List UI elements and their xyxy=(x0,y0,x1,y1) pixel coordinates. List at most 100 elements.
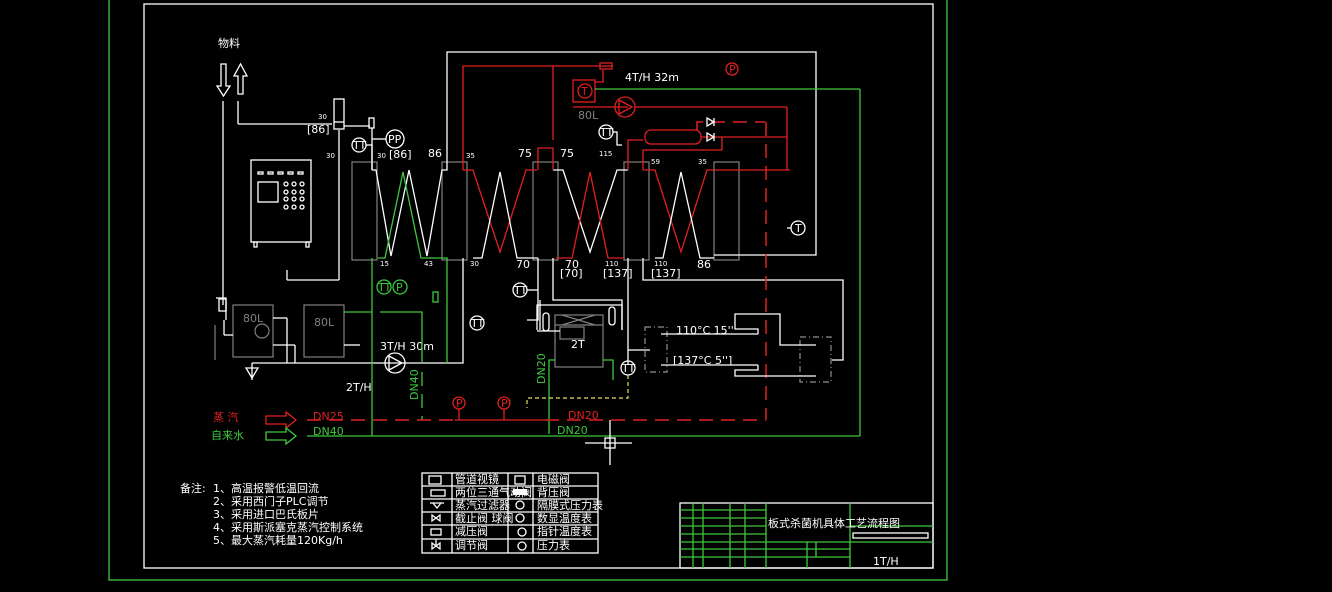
legend-item: 隔膜式压力表 xyxy=(537,498,603,512)
note-item: 2、采用西门子PLC调节 xyxy=(213,494,328,508)
hx2-top-left-temp: 35 xyxy=(466,152,475,160)
feed-temp2-label: 30 xyxy=(326,152,335,160)
plate-heat-exchanger xyxy=(351,161,740,261)
note-item: 5、最大蒸汽耗量120Kg/h xyxy=(213,533,343,547)
balance-tank-b: 80L xyxy=(303,304,345,358)
feed-temp-bracket-label: [86] xyxy=(307,123,330,136)
steam-label: 蒸 汽 xyxy=(213,410,239,424)
three-way-valve-icon xyxy=(430,489,446,497)
product-pump-icon xyxy=(384,352,406,374)
drawing-capacity: 1T/H xyxy=(873,555,899,568)
back-pressure-valve-icon xyxy=(513,489,527,495)
hx1-top-left-temp: 30 xyxy=(377,152,386,160)
tank-tt-label: TT xyxy=(513,284,528,297)
hx3-top-right-temp: 115 xyxy=(599,150,612,158)
hx1-top-right-temp: 86 xyxy=(428,147,442,160)
pressure-reducing-valve-icon xyxy=(430,528,442,536)
hx2-bottom-left-temp: 30 xyxy=(470,260,479,268)
hx4-bottom-right-temp: 86 xyxy=(697,258,711,271)
dial-thermometer-icon xyxy=(517,527,527,537)
cooling-p-icon xyxy=(392,279,408,295)
diaphragm-gauge-icon xyxy=(515,500,525,510)
outlet-pump-tt-icon xyxy=(469,315,485,331)
legend-item: 减压阀 xyxy=(455,524,488,538)
hx3-bottom-left-bracket-temp: [70] xyxy=(560,267,583,280)
note-item: 1、高温报警低温回流 xyxy=(213,481,319,495)
hx3-bottom-right-temp: 110 xyxy=(605,260,618,268)
outlet-pump-tt-label: TT xyxy=(470,317,485,330)
drawing-frame xyxy=(143,3,934,569)
tank-2t-label: 2T xyxy=(571,338,585,351)
hot-water-pump-label: 4T/H 32m xyxy=(625,71,679,84)
hx3-bottom-left-temp: 70 xyxy=(565,258,579,271)
legend-item: 压力表 xyxy=(537,538,570,552)
steam-p2-label: P xyxy=(501,397,508,410)
product-pump-label: 3T/H 30m xyxy=(380,340,434,353)
legend-item: 数显温度表 xyxy=(537,511,592,525)
flow-label: 2T/H xyxy=(346,381,372,394)
pressure-gauge-icon xyxy=(725,62,739,76)
water-pipe-label: DN40 xyxy=(313,425,344,438)
drawing-title: 板式杀菌机具体工艺流程图 xyxy=(768,516,900,530)
hx4-bottom-left-bracket-temp: [137] xyxy=(651,267,681,280)
legend-item: 截止阀 球阀 xyxy=(455,511,514,525)
tt-label: TT xyxy=(352,139,367,152)
cooling-tt-icon xyxy=(376,279,392,295)
legend-item: 指针温度表 xyxy=(537,524,592,538)
legend-item: 两位三通气动阀 xyxy=(455,485,532,499)
title-block: 板式杀菌机具体工艺流程图 1T/H xyxy=(679,502,934,569)
hot-water-tank-2t: 2T xyxy=(554,314,604,368)
tank-a-label: 80L xyxy=(243,312,264,325)
hx1-bottom-right-temp: 43 xyxy=(424,260,433,268)
steam-heater xyxy=(644,129,702,145)
solenoid-valve-icon xyxy=(514,475,526,485)
legend-item: 电磁阀 xyxy=(537,472,570,486)
heater-tt-label: TT xyxy=(599,126,614,139)
pp-label: PP xyxy=(388,133,402,146)
note-item: 3、采用进口巴氏板片 xyxy=(213,507,319,521)
legend-item: 调节阀 xyxy=(455,538,488,552)
globe-valve-icon xyxy=(431,513,441,523)
digital-thermometer-icon xyxy=(515,513,525,523)
material-out-arrow-icon xyxy=(232,62,249,95)
water-arrow-icon xyxy=(265,426,298,446)
control-cabinet xyxy=(250,159,312,248)
legend-item: 蒸汽过滤器 xyxy=(455,498,510,512)
holding-tube-left-bracket xyxy=(644,326,668,373)
tank-c-label: 80L xyxy=(578,109,599,122)
note-item: 4、采用斯派塞克蒸汽控制系统 xyxy=(213,520,363,534)
outlet-t-label: T xyxy=(794,222,802,235)
hx4-top-right-temp: 35 xyxy=(698,158,707,166)
steam-filter-icon xyxy=(430,502,444,510)
tank-b-label: 80L xyxy=(314,316,335,329)
hx1-bottom-left-temp: 15 xyxy=(380,260,389,268)
t-label: T xyxy=(580,85,588,98)
pressure-gauge-legend-icon xyxy=(517,541,527,551)
water-label: 自来水 xyxy=(211,429,244,442)
drain-funnel-icon xyxy=(244,367,260,380)
holding-upper-label: 110°C 15'' xyxy=(676,324,734,337)
sight-glass-icon xyxy=(428,475,442,485)
water-branch-label: DN20 xyxy=(557,424,588,437)
holding-lower-label: [137°C 5''] xyxy=(673,354,732,367)
holding-tube-right-bracket xyxy=(799,336,832,383)
legend-table: 管道视镜 两位三通气动阀 蒸汽过滤器 截止阀 球阀 减压阀 调节阀 电磁阀 背压… xyxy=(421,472,603,554)
control-valve-icon xyxy=(431,539,441,551)
material-in-arrow-icon xyxy=(215,63,232,98)
steam-branch-label: DN20 xyxy=(568,409,599,422)
sheet-border xyxy=(108,0,948,581)
steam-p1-label: P xyxy=(456,397,463,410)
vertical-dn20-label: DN20 xyxy=(535,353,548,384)
hx2-top-right-temp: 75 xyxy=(518,147,532,160)
vertical-dn40-label: DN40 xyxy=(408,369,421,400)
cooling-tt-label: TT xyxy=(377,281,392,294)
feed-temp-label: 30 xyxy=(318,113,327,121)
holding-tt-label: TT xyxy=(621,362,636,375)
steam-arrow-icon xyxy=(265,410,298,430)
steam-pipe-label: DN25 xyxy=(313,410,344,423)
notes-heading: 备注: xyxy=(180,481,206,495)
temperature-icon xyxy=(577,83,593,99)
hx4-bottom-left-temp: 110 xyxy=(654,260,667,268)
balance-tank-valve xyxy=(333,98,345,130)
